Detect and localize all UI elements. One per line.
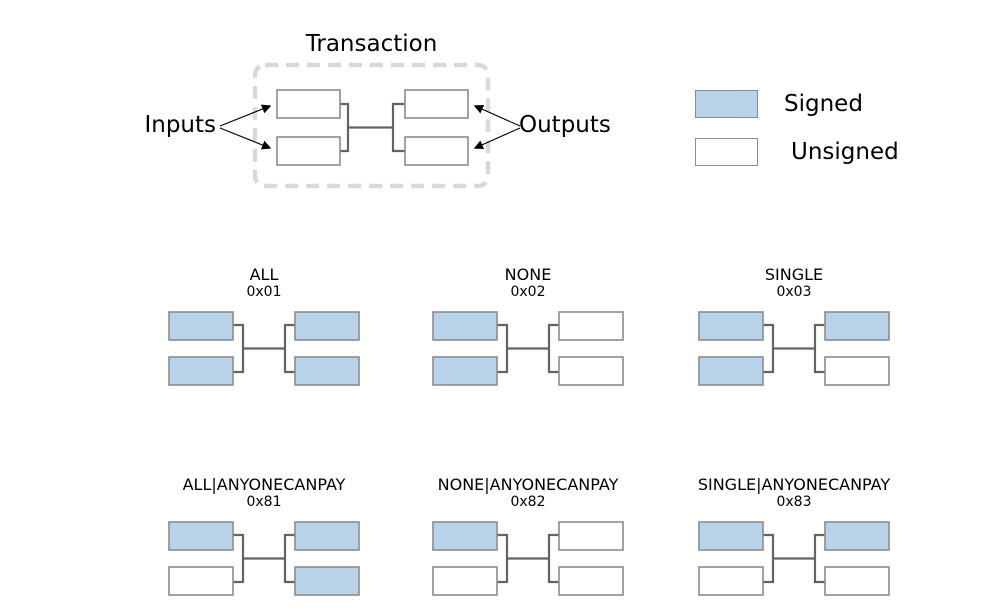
sighash-code: 0x83 [776, 494, 812, 510]
transaction-boundary [252, 62, 491, 189]
signed-swatch [695, 90, 758, 118]
sighash-code: 0x02 [510, 284, 546, 300]
connector-lines [762, 323, 826, 374]
sighash-diagram-all-anyonecanpay: ALL|ANYONECANPAY 0x81 [144, 476, 384, 596]
input-top-box [168, 311, 234, 341]
sighash-code: 0x03 [776, 284, 812, 300]
sighash-boxes [432, 311, 624, 386]
sighash-diagram-all: ALL 0x01 [144, 266, 384, 386]
input-bottom-box [276, 136, 341, 166]
input-top-box [276, 89, 341, 119]
output-top-box [824, 311, 890, 341]
sighash-boxes [168, 311, 360, 386]
input-top-box [698, 311, 764, 341]
transaction-diagram [219, 62, 521, 189]
input-top-box [432, 311, 498, 341]
input-bottom-box [432, 566, 498, 596]
output-top-box [824, 521, 890, 551]
sighash-name: SINGLE [764, 265, 824, 284]
outputs-label: Outputs [519, 112, 611, 138]
sighash-name: SINGLE|ANYONECANPAY [697, 475, 891, 494]
connector-lines [232, 323, 296, 374]
input-top-box [698, 521, 764, 551]
sighash-diagram-none: NONE 0x02 [408, 266, 648, 386]
input-bottom-box [432, 356, 498, 386]
sighash-name: ALL|ANYONECANPAY [182, 475, 346, 494]
input-bottom-box [698, 566, 764, 596]
output-top-box [558, 521, 624, 551]
sighash-boxes [168, 521, 360, 596]
sighash-code: 0x01 [246, 284, 282, 300]
unsigned-label: Unsigned [791, 139, 899, 165]
transaction-title: Transaction [305, 31, 438, 57]
connector-lines [496, 323, 560, 374]
sighash-name: ALL [249, 265, 279, 284]
sighash-diagram-none-anyonecanpay: NONE|ANYONECANPAY 0x82 [408, 476, 648, 596]
outputs-arrow-bottom [473, 127, 521, 150]
connector-lines [762, 533, 826, 584]
inputs-label: Inputs [144, 112, 216, 138]
input-bottom-box [698, 356, 764, 386]
sighash-code: 0x81 [246, 494, 282, 510]
connector-lines [340, 102, 405, 153]
input-bottom-box [168, 566, 234, 596]
sighash-boxes [698, 311, 890, 386]
sighash-code: 0x82 [510, 494, 546, 510]
unsigned-swatch [695, 138, 758, 166]
outputs-arrow-top [473, 104, 521, 127]
sighash-boxes [432, 521, 624, 596]
connector-lines [496, 533, 560, 584]
signed-label: Signed [784, 91, 863, 117]
output-top-box [404, 89, 469, 119]
input-top-box [432, 521, 498, 551]
output-bottom-box [294, 566, 360, 596]
output-bottom-box [824, 566, 890, 596]
output-bottom-box [824, 356, 890, 386]
output-bottom-box [558, 566, 624, 596]
connector-lines [232, 533, 296, 584]
output-bottom-box [404, 136, 469, 166]
output-top-box [294, 311, 360, 341]
input-bottom-box [168, 356, 234, 386]
output-bottom-box [294, 356, 360, 386]
sighash-diagram-single: SINGLE 0x03 [674, 266, 914, 386]
sighash-name: NONE [504, 265, 552, 284]
sighash-name: NONE|ANYONECANPAY [437, 475, 619, 494]
sighash-diagram-single-anyonecanpay: SINGLE|ANYONECANPAY 0x83 [674, 476, 914, 596]
output-top-box [558, 311, 624, 341]
input-top-box [168, 521, 234, 551]
output-top-box [294, 521, 360, 551]
inputs-arrow-top [219, 104, 272, 127]
inputs-arrow-bottom [219, 127, 272, 150]
output-bottom-box [558, 356, 624, 386]
sighash-boxes [698, 521, 890, 596]
